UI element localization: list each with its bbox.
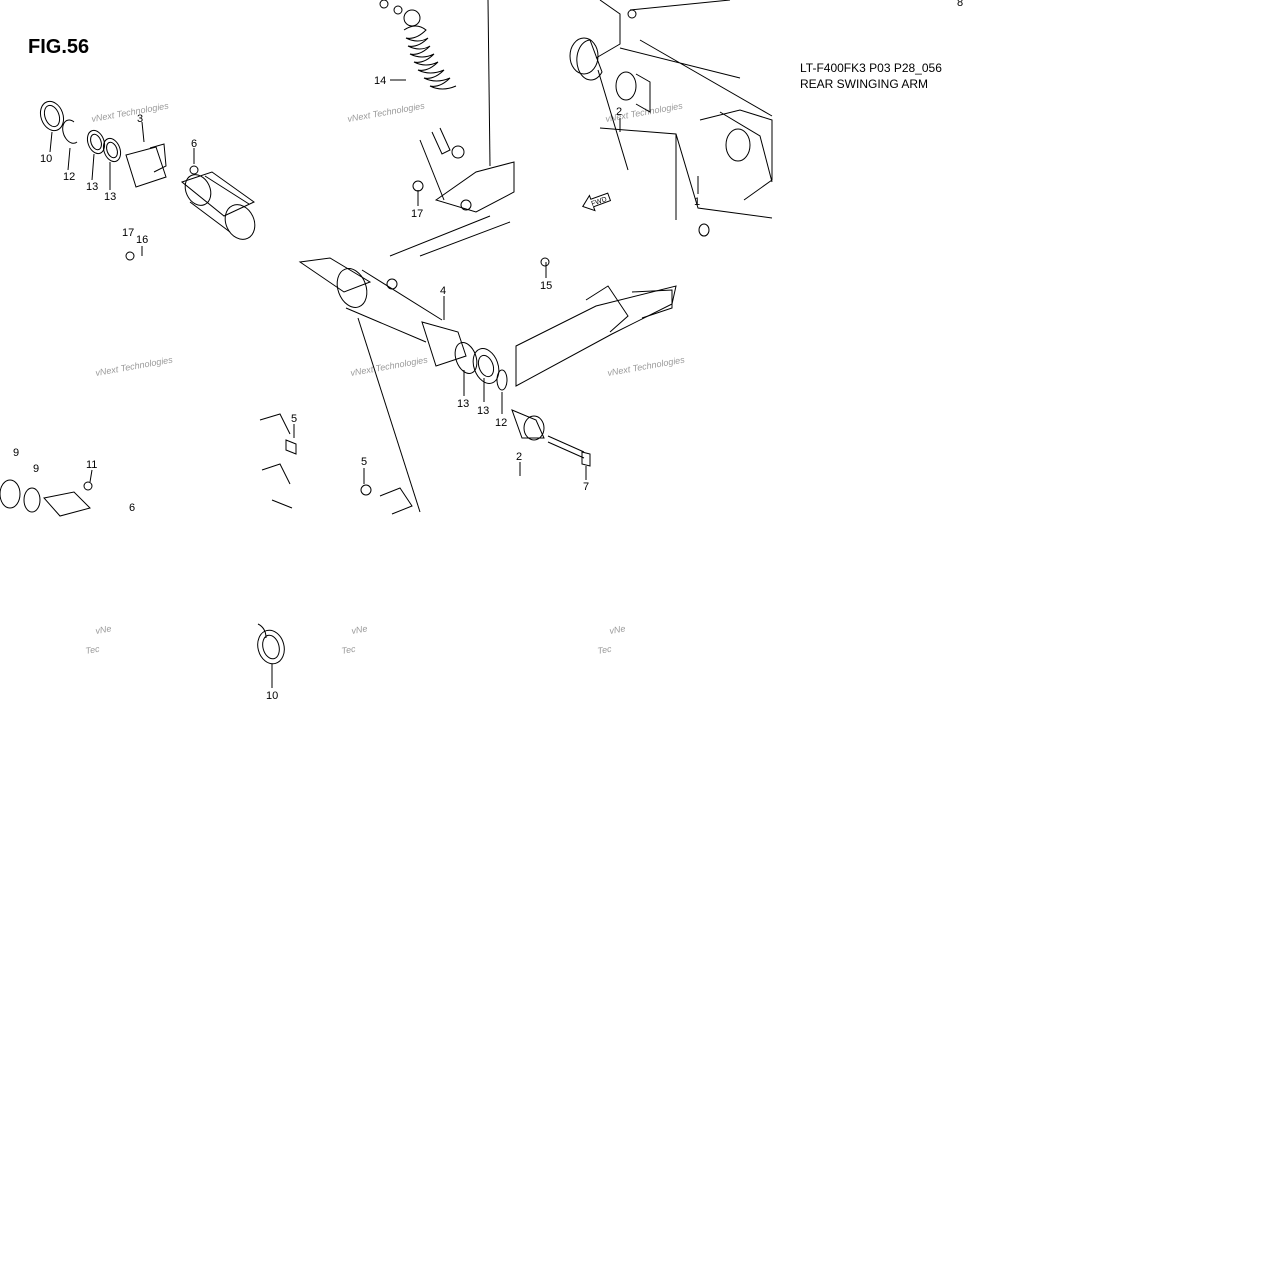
part-number-label: 5	[291, 413, 297, 425]
watermark-label: Tec	[85, 644, 101, 656]
part-number-label: 17	[411, 208, 423, 220]
part-number-label: 14	[374, 75, 386, 87]
oil-seal-bottom	[257, 623, 285, 665]
watermark-label: vNext Technologies	[347, 100, 426, 124]
part-number-label: 13	[104, 191, 116, 203]
part-number-label: 10	[266, 690, 278, 702]
part-number-label: 13	[457, 398, 469, 410]
part-number-label: 17	[122, 227, 134, 239]
part-number-label: 1	[694, 196, 700, 208]
watermark-label: Tec	[597, 644, 613, 656]
watermarks: vNext Technologies vNext Technologies vN…	[85, 100, 686, 656]
part-labels: 1 2 2 3 4 5 5 6 6 7 8 9 9 10 10 11 12 12…	[13, 0, 963, 702]
part-number-label: 3	[137, 113, 143, 125]
figure-title: FIG.56	[28, 36, 90, 58]
watermark-label: vNext Technologies	[91, 100, 170, 124]
pivot-tube	[298, 257, 500, 513]
left-bearing-assembly	[39, 100, 256, 261]
left-lower-parts	[0, 413, 413, 517]
part-number-label: 9	[33, 463, 39, 475]
watermark-label: vNe	[351, 623, 369, 636]
watermark-label: Tec	[341, 644, 357, 656]
figure-info: LT-F400FK3 P03 P28_056 REAR SWINGING ARM	[800, 60, 942, 92]
watermark-label: vNext Technologies	[95, 354, 174, 378]
part-number-label: 8	[957, 0, 963, 9]
part-number-label: 12	[63, 171, 75, 183]
part-number-label: 7	[583, 481, 589, 493]
watermark-label: vNext Technologies	[350, 354, 429, 378]
part-number-label: 6	[129, 502, 135, 514]
part-number-label: 2	[516, 451, 522, 463]
model-code: LT-F400FK3 P03 P28_056	[800, 61, 942, 75]
callout-lines	[49, 79, 699, 688]
part-number-label: 11	[86, 459, 97, 471]
part-number-label: 13	[86, 181, 98, 193]
watermark-label: vNe	[609, 623, 627, 636]
part-number-label: 16	[136, 234, 148, 246]
part-number-label: 5	[361, 456, 367, 468]
figure-name: REAR SWINGING ARM	[800, 77, 929, 91]
fwd-label: FWD	[591, 196, 608, 208]
swing-arm-lower	[496, 257, 677, 467]
part-number-label: 15	[540, 280, 552, 292]
part-number-label: 9	[13, 447, 19, 459]
watermark-label: vNext Technologies	[607, 354, 686, 378]
part-number-label: 13	[477, 405, 489, 417]
part-number-label: 10	[40, 153, 52, 165]
shock-absorber	[379, 0, 515, 257]
part-number-label: 6	[191, 138, 197, 150]
fwd-arrow: FWD	[582, 192, 612, 212]
swing-arm-upper	[569, 0, 773, 237]
part-number-label: 4	[440, 285, 446, 297]
part-number-label: 12	[495, 417, 507, 429]
part-number-label: 2	[616, 106, 622, 118]
watermark-label: vNe	[95, 623, 113, 636]
